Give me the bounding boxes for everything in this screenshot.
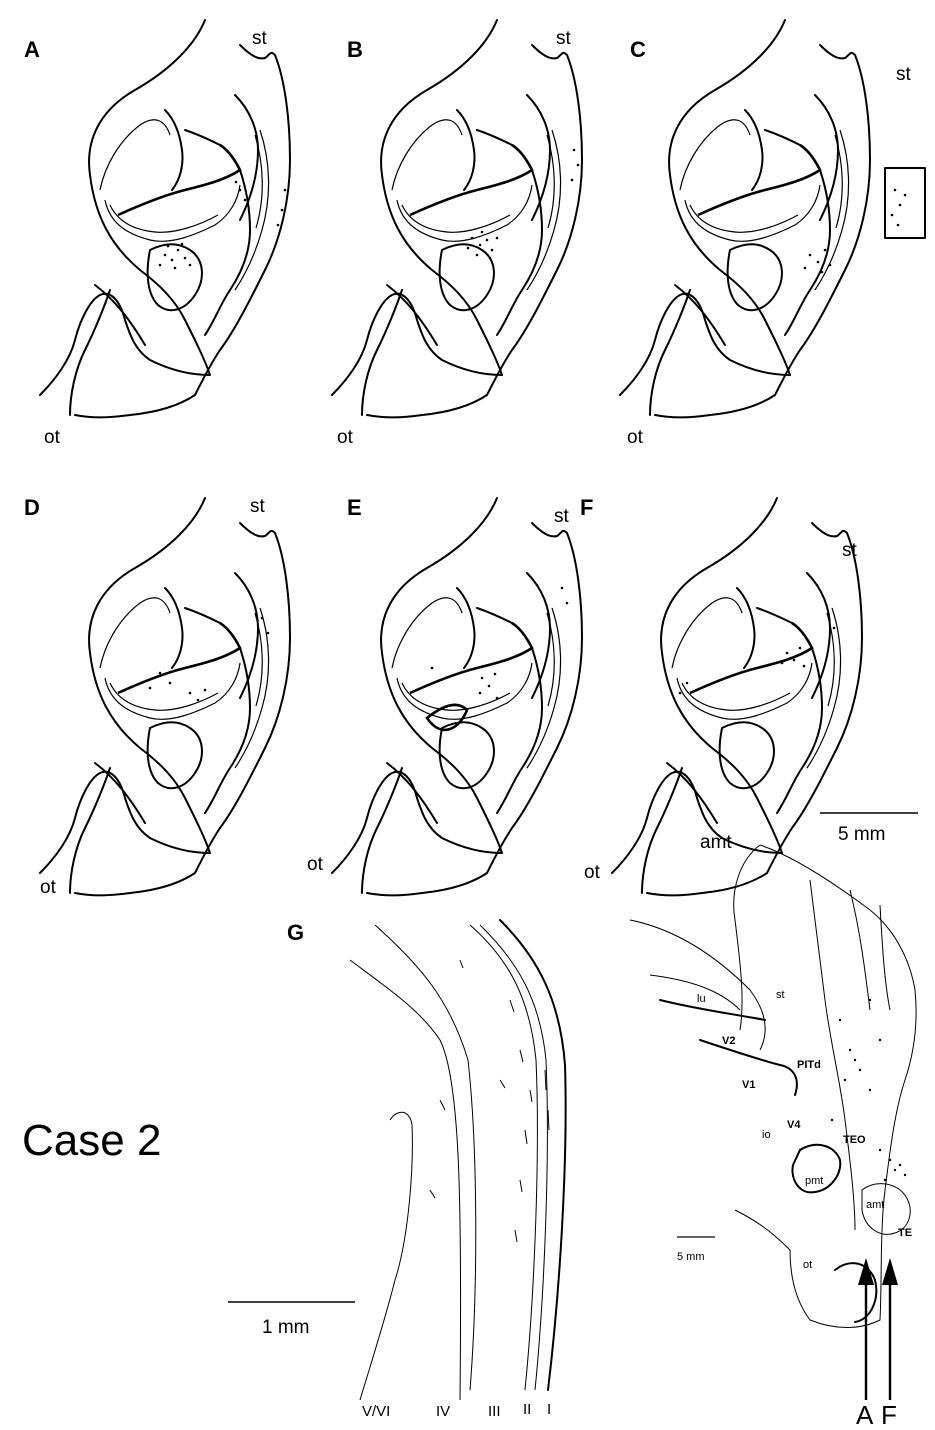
area-te: TE	[898, 1227, 912, 1239]
sulcus-st-f: st	[842, 540, 858, 561]
arrow-f	[882, 1258, 898, 1400]
layer-label-i: I	[547, 1401, 551, 1418]
label-cells-brain	[830, 998, 907, 1182]
area-v2: V2	[722, 1035, 735, 1047]
panel-letter-f: F	[580, 495, 593, 520]
area-v4: V4	[787, 1119, 801, 1131]
label-cells-c	[803, 188, 907, 274]
layer-label-iii: III	[488, 1403, 501, 1420]
inset-box-c	[884, 167, 926, 239]
section-a: A st ot	[24, 18, 292, 448]
sulcus-st-a: st	[252, 28, 268, 49]
sulcus-st-d: st	[250, 496, 266, 517]
case-label: Case 2	[22, 1116, 161, 1165]
panel-letter-d: D	[24, 495, 40, 520]
layer-label-ii: II	[523, 1401, 531, 1418]
area-amt: amt	[866, 1199, 884, 1211]
scale-label-brain: 5 mm	[677, 1251, 705, 1263]
area-ot: ot	[803, 1259, 812, 1271]
sulcus-ot-b: ot	[337, 427, 354, 448]
sulcus-ot-c: ot	[627, 427, 644, 448]
area-lu: lu	[697, 993, 706, 1005]
area-st: st	[776, 989, 785, 1001]
area-v1: V1	[742, 1079, 755, 1091]
section-f: F st ot amt	[580, 495, 864, 897]
labeled-neurons-g	[429, 959, 550, 1243]
panel-letter-e: E	[347, 495, 362, 520]
panel-g: G 1 mm V/VI IV III II I	[228, 919, 567, 1420]
label-cells-a	[158, 180, 287, 270]
sulcus-ot-a: ot	[44, 427, 61, 448]
sulcus-ot-d: ot	[40, 877, 57, 898]
scale-bar-sections: 5 mm	[820, 812, 918, 845]
arrow-label-f: F	[881, 1400, 897, 1430]
sulcus-st-b: st	[556, 28, 572, 49]
scale-label-sections: 5 mm	[838, 824, 886, 845]
area-teo: TEO	[843, 1134, 866, 1146]
sulcus-st-e: st	[554, 506, 570, 527]
panel-letter-a: A	[24, 37, 40, 62]
label-cells-d	[148, 616, 270, 702]
panel-letter-g: G	[287, 920, 304, 945]
section-b: B st ot	[330, 18, 584, 448]
ventricle-e	[425, 703, 469, 732]
area-pmt: pmt	[805, 1175, 823, 1187]
layer-label-iv: IV	[436, 1403, 450, 1420]
sulcus-ot-f: ot	[584, 862, 601, 883]
sulcus-st-c: st	[896, 64, 912, 85]
sulcus-amt-f: amt	[700, 832, 732, 853]
label-cells-b	[466, 148, 580, 260]
area-io: io	[762, 1129, 771, 1141]
area-pitd: PITd	[797, 1059, 821, 1071]
brain-lateral-view: lu st V2 PITd V1 io V4 TEO pmt amt TE ot…	[629, 844, 917, 1430]
section-c: C st ot	[618, 18, 926, 448]
section-e: E st ot	[307, 495, 584, 897]
section-d: D st ot	[24, 495, 292, 898]
arrow-a	[858, 1258, 874, 1400]
pmt-region	[791, 1143, 842, 1194]
label-cells-e	[430, 586, 569, 700]
arrow-label-a: A	[856, 1400, 874, 1430]
panel-letter-b: B	[347, 37, 363, 62]
label-cells-f	[678, 626, 836, 695]
scale-label-g: 1 mm	[262, 1317, 310, 1338]
panel-letter-c: C	[630, 37, 646, 62]
layer-label-v-vi: V/VI	[362, 1403, 390, 1420]
sulcus-ot-e: ot	[307, 854, 324, 875]
